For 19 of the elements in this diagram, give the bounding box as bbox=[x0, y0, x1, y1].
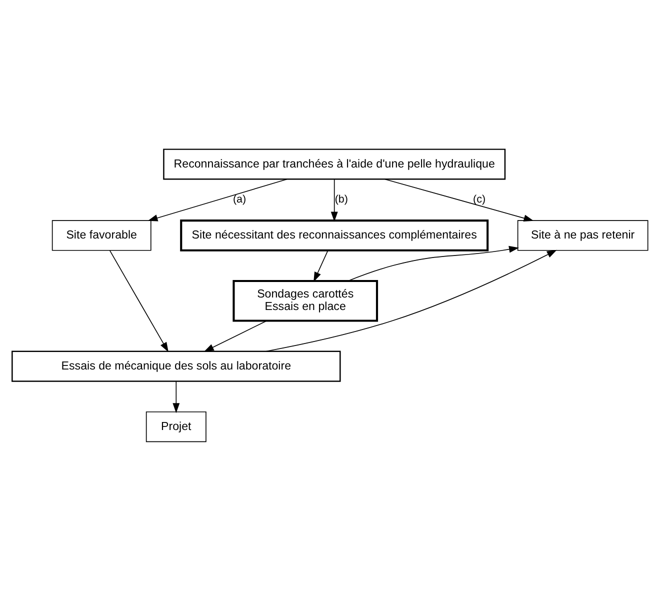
edge-label: (a) bbox=[232, 194, 246, 206]
edge-label: (c) bbox=[473, 194, 486, 206]
arrow bbox=[204, 320, 267, 352]
arrow bbox=[109, 250, 168, 352]
arrow bbox=[348, 246, 519, 282]
arrow bbox=[148, 178, 288, 222]
node-box: Site nécessitant des reconnaissances complémentaires bbox=[180, 220, 489, 252]
edge-label: (b) bbox=[334, 194, 348, 206]
arrow bbox=[330, 179, 338, 222]
node-box: Site favorable bbox=[52, 220, 152, 251]
arrow bbox=[265, 250, 557, 352]
node-box: Essais de mécanique des sols au laboratoire bbox=[12, 350, 341, 382]
arrow bbox=[384, 178, 534, 222]
node-box: Sondages carottés Essais en place bbox=[232, 280, 378, 322]
node-box: Reconnaissance par tranchées à l'aide d'une pelle hydraulique bbox=[163, 148, 506, 180]
arrow bbox=[314, 250, 328, 282]
node-box: Projet bbox=[146, 411, 206, 442]
arrow bbox=[172, 380, 180, 414]
node-box: Site à ne pas retenir bbox=[517, 220, 648, 251]
